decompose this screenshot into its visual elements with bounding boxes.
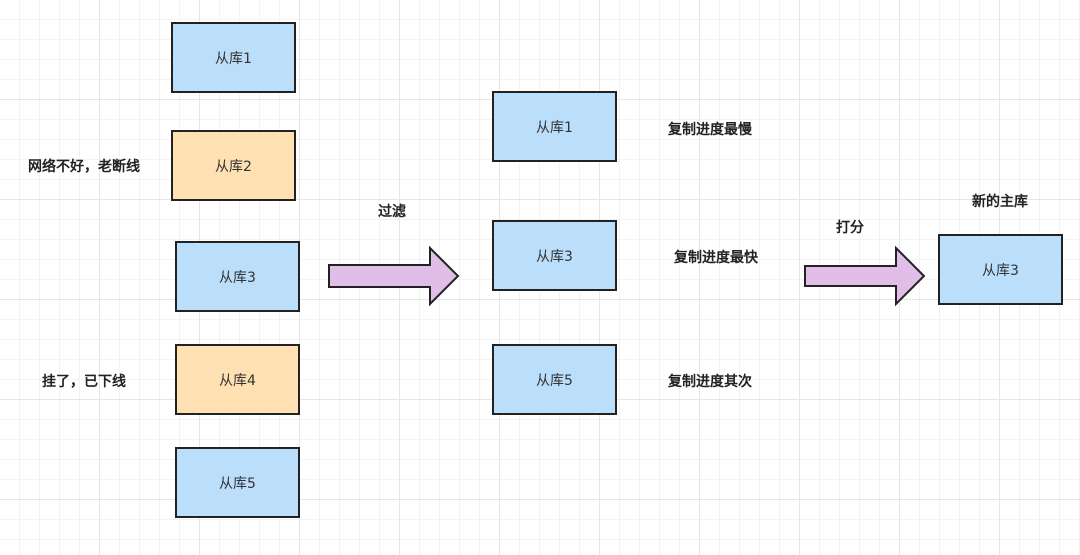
filtered-replica-1-box: 从库1 xyxy=(492,91,617,162)
replica-2-box-offline: 从库2 xyxy=(171,130,296,201)
new-master-box: 从库3 xyxy=(938,234,1063,305)
filter-arrow-label: 过滤 xyxy=(378,204,406,220)
replica-3-label: 从库3 xyxy=(219,269,256,286)
replica-1-label: 从库1 xyxy=(215,50,252,67)
filtered-replica-5-box: 从库5 xyxy=(492,344,617,415)
note-network-bad: 网络不好，老断线 xyxy=(28,159,140,175)
note-second: 复制进度其次 xyxy=(668,374,752,390)
note-fastest: 复制进度最快 xyxy=(674,250,758,266)
note-down: 挂了，已下线 xyxy=(42,374,126,390)
replica-4-label: 从库4 xyxy=(219,372,256,389)
score-arrow-shape xyxy=(804,246,926,306)
note-slowest: 复制进度最慢 xyxy=(668,122,752,138)
replica-2-label: 从库2 xyxy=(215,158,252,175)
filtered-replica-1-label: 从库1 xyxy=(536,119,573,136)
score-arrow xyxy=(804,246,926,306)
replica-3-box: 从库3 xyxy=(175,241,300,312)
score-arrow-label: 打分 xyxy=(836,220,864,236)
new-master-label: 从库3 xyxy=(982,262,1019,279)
filtered-replica-5-label: 从库5 xyxy=(536,372,573,389)
new-master-title: 新的主库 xyxy=(972,194,1028,210)
replica-1-box: 从库1 xyxy=(171,22,296,93)
filtered-replica-3-box: 从库3 xyxy=(492,220,617,291)
filter-arrow-shape xyxy=(328,246,460,306)
filtered-replica-3-label: 从库3 xyxy=(536,248,573,265)
filter-arrow xyxy=(328,246,460,306)
replica-4-box-offline: 从库4 xyxy=(175,344,300,415)
replica-5-box: 从库5 xyxy=(175,447,300,518)
replica-5-label: 从库5 xyxy=(219,475,256,492)
